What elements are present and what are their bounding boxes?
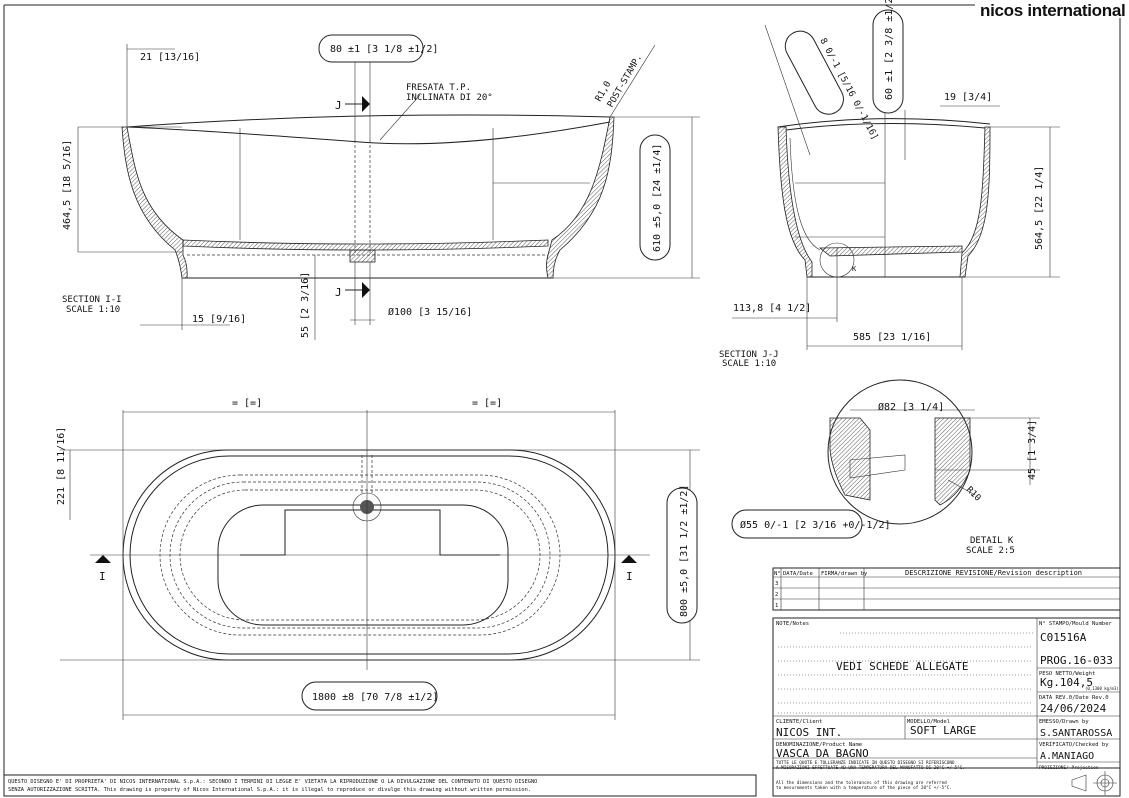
note-inclinata: INCLINATA DI 20° bbox=[406, 93, 493, 103]
detail-k-ref: K bbox=[852, 265, 857, 273]
model-label: MODELLO/Model bbox=[907, 719, 950, 725]
dim-drain-100: Ø100 [3 15/16] bbox=[388, 306, 472, 318]
dim-width-800: 800 ±5,0 [31 1/2 ±1/2] bbox=[679, 485, 690, 617]
client-value: NICOS INT. bbox=[776, 726, 842, 739]
client-label: CLIENTE/Client bbox=[776, 719, 822, 725]
dim-badge bbox=[872, 9, 904, 114]
checked-value: A.MANIAGO bbox=[1040, 751, 1094, 762]
projection-symbol-icon bbox=[1071, 771, 1117, 795]
product-value: VASCA DA BAGNO bbox=[776, 747, 869, 760]
note-fresata: FRESATA T.P. bbox=[406, 83, 471, 93]
section-i-i-scale: SCALE 1:10 bbox=[66, 305, 120, 315]
dim-top-60: 60 ±1 [2 3/8 ±1/2] bbox=[884, 0, 895, 100]
dim-rim-19: 19 [3/4] bbox=[944, 92, 992, 103]
dim-half-left: = [=] bbox=[232, 398, 262, 409]
detail-k-title: DETAIL K bbox=[970, 536, 1014, 546]
dim-width-585: 585 [23 1/16] bbox=[853, 332, 931, 343]
cut-label-i-left: I bbox=[99, 570, 106, 583]
dim-badge bbox=[666, 487, 698, 624]
dim-depth-564: 564,5 [22 1/4] bbox=[1034, 166, 1045, 250]
checked-label: VERIFICATO/Checked by bbox=[1039, 742, 1109, 748]
company-logo: nicos international bbox=[980, 1, 1125, 20]
dim-detail-r10: R10 bbox=[964, 485, 983, 504]
dim-detail-45: 45 [1 3/4] bbox=[1027, 420, 1038, 480]
section-i-i-view bbox=[77, 44, 700, 340]
dim-rim-21: 21 [13/16] bbox=[140, 52, 200, 63]
dim-height-610: 610 ±5,0 [24 ±1/4] bbox=[652, 144, 663, 252]
section-j-j-view bbox=[732, 24, 1060, 350]
dim-badge bbox=[301, 681, 438, 711]
rev-header-drawn: FIRMA/drawn by bbox=[821, 571, 868, 577]
dim-badge bbox=[784, 30, 844, 115]
cut-label-j-top: J bbox=[335, 99, 342, 112]
mould-number: C01516A bbox=[1040, 631, 1087, 644]
section-j-j-scale: SCALE 1:10 bbox=[722, 359, 776, 369]
dim-length-1800: 1800 ±8 [70 7/8 ±1/2] bbox=[312, 692, 438, 703]
note-post-stamp: POST-STAMP. bbox=[606, 53, 644, 110]
notes-label: NOTE/Notes bbox=[776, 621, 809, 627]
notes-text: VEDI SCHEDE ALLEGATE bbox=[836, 660, 968, 673]
rev-header-description: DESCRIZIONE REVISIONE/Revision descripti… bbox=[905, 569, 1082, 577]
disclaimer-line-1: QUESTO DISEGNO E' DI PROPRIETA' DI NICOS… bbox=[8, 779, 537, 785]
dim-drain-55: 55 [2 3/16] bbox=[300, 272, 311, 338]
dim-half-right: = [=] bbox=[472, 398, 502, 409]
dim-foot-15: 15 [9/16] bbox=[192, 314, 246, 325]
disclaimer-line-2: SENZA AUTORIZZAZIONE SCRITTA. This drawi… bbox=[8, 787, 531, 793]
rev-row-number: 3 bbox=[775, 581, 778, 587]
drawn-value: S.SANTAROSSA bbox=[1040, 728, 1112, 739]
drawn-label: EMESSO/Drawn by bbox=[1039, 719, 1089, 725]
dim-hole-80: 80 ±1 [3 1/8 ±1/2] bbox=[330, 44, 438, 55]
detail-k-scale: SCALE 2:5 bbox=[966, 546, 1015, 556]
revision-table bbox=[772, 567, 1121, 611]
dim-detail-55: Ø55 0/-1 [2 3/16 +0/-1/2] bbox=[740, 519, 891, 531]
mould-label: N° STAMPO/Mould Number bbox=[1039, 621, 1113, 627]
dim-badge bbox=[731, 509, 863, 539]
density-value: (0,1300 kg/m3) bbox=[1085, 686, 1119, 691]
plan-view bbox=[60, 410, 700, 720]
section-i-i-title: SECTION I-I bbox=[62, 295, 122, 305]
dim-offset-113: 113,8 [4 1/2] bbox=[733, 303, 811, 314]
tolerance-box bbox=[772, 767, 1121, 797]
section-j-j-title: SECTION J-J bbox=[719, 350, 779, 360]
dim-detail-82: Ø82 [3 1/4] bbox=[878, 401, 944, 413]
tolerance-it-1: TUTTE LE QUOTE E TOLLERANZE INDICATE IN … bbox=[776, 760, 955, 766]
product-label: DENOMINAZIONE/Product Name bbox=[776, 742, 862, 748]
date-value: 24/06/2024 bbox=[1040, 702, 1107, 715]
rev-row-number: 2 bbox=[775, 592, 778, 598]
prog-number: PROG.16-033 bbox=[1040, 654, 1113, 667]
dim-drain-221: 221 [8 11/16] bbox=[56, 427, 67, 505]
weight-value: Kg.104,5 bbox=[1040, 676, 1093, 689]
date-label: DATA REV.0/Date Rev.0 bbox=[1039, 695, 1109, 701]
cut-label-j-bottom: J bbox=[335, 286, 342, 299]
disclaimer-box bbox=[3, 774, 757, 797]
rev-row-number: 1 bbox=[775, 603, 778, 609]
dim-badge bbox=[639, 134, 671, 261]
weight-label: PESO NETTO/Weight bbox=[1039, 671, 1095, 677]
dim-badge bbox=[318, 34, 424, 63]
cut-label-i-right: I bbox=[626, 570, 633, 583]
tolerance-en-2: to mesurements taken with a temperature … bbox=[776, 785, 952, 791]
detail-k-view bbox=[827, 379, 1040, 525]
rev-header-date: DATA/Date bbox=[783, 571, 813, 577]
tolerance-en-1: All the dimensions and the tolerances of… bbox=[776, 780, 947, 786]
rev-header-no: N° bbox=[774, 571, 781, 577]
dim-depth-464: 464,5 [18 5/16] bbox=[62, 140, 73, 230]
model-value: SOFT LARGE bbox=[910, 724, 976, 737]
